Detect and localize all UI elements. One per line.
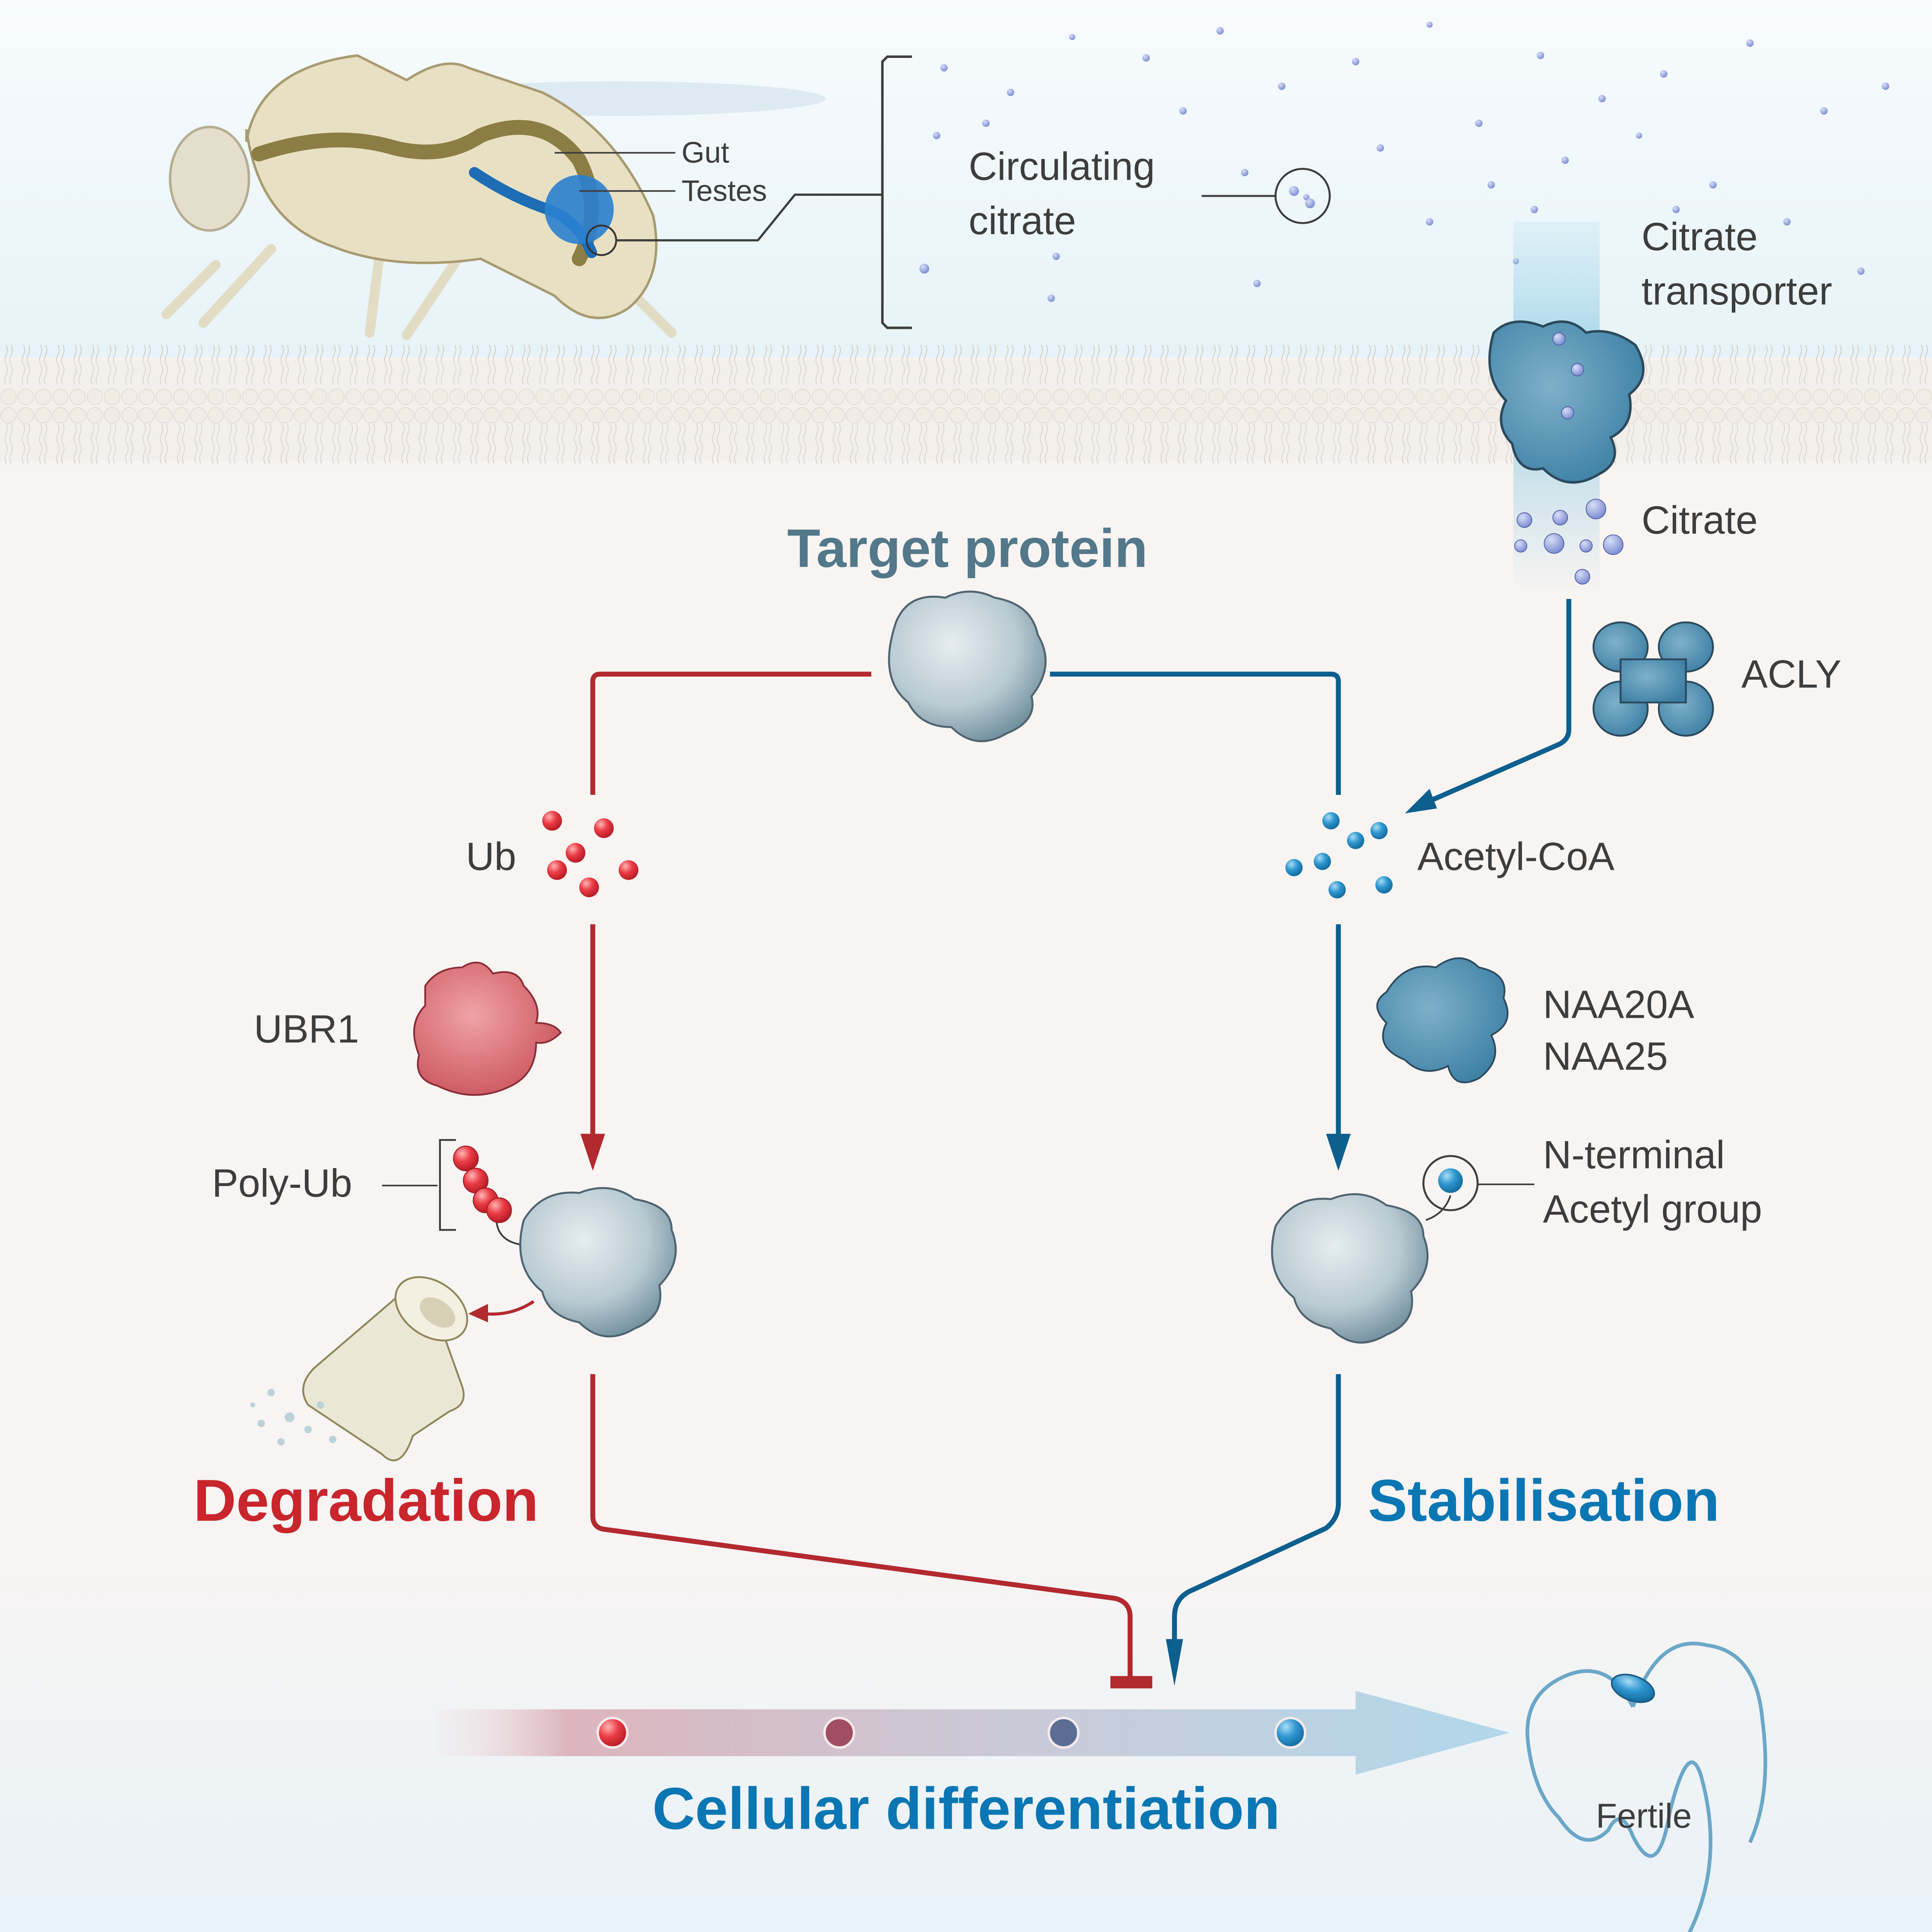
circulating-citrate-label-2: citrate xyxy=(969,199,1076,243)
ubiquitinated-target-protein xyxy=(519,1187,677,1338)
poly-ub-bracket xyxy=(439,1139,456,1231)
target-protein-title: Target protein xyxy=(787,518,1148,578)
acetyl-group-label: Acetyl group xyxy=(1543,1187,1762,1231)
degradation-pathway-line xyxy=(590,672,871,795)
citrate-transporter-label-2: transporter xyxy=(1641,269,1832,313)
testes-label: Testes xyxy=(682,175,767,207)
degradation-inhibition-line xyxy=(590,1374,1133,1679)
acetyl-group xyxy=(1438,1168,1463,1193)
poly-ub-chain xyxy=(453,1145,512,1223)
citrate-transporter-label: Citrate xyxy=(1641,214,1758,259)
to-proteasome-arrow xyxy=(484,1300,535,1316)
ubr1-protein xyxy=(413,961,562,1096)
cellular-differentiation-label: Cellular differentiation xyxy=(652,1776,1280,1842)
acly-label: ACLY xyxy=(1742,652,1842,696)
ub-label: Ub xyxy=(466,835,516,879)
ubr1-label: UBR1 xyxy=(254,1007,359,1051)
fruit-fly-illustration xyxy=(161,54,826,340)
fly-labels: Gut Testes xyxy=(554,55,912,329)
gut-label: Gut xyxy=(682,136,729,169)
target-protein xyxy=(888,590,1047,742)
sperm-head xyxy=(1611,1673,1655,1703)
citrate-label: Citrate xyxy=(1641,498,1758,542)
acetyl-coa-label: Acetyl-CoA xyxy=(1417,835,1614,879)
circulating-citrate-bracket xyxy=(881,55,912,329)
inhibition-bar xyxy=(1110,1676,1153,1689)
stabilisation-promotion-line xyxy=(1172,1374,1341,1651)
sperm-tail xyxy=(1526,1641,1767,1932)
degradation-label: Degradation xyxy=(194,1468,539,1534)
citrate-transporter-protein xyxy=(1488,320,1645,484)
naa25-label: NAA25 xyxy=(1543,1034,1668,1078)
n-terminal-label: N-terminal xyxy=(1543,1133,1725,1177)
acly-to-acetylcoa-arrow xyxy=(1429,599,1571,803)
stabilisation-pathway-line xyxy=(1050,672,1341,795)
acetylated-target-protein xyxy=(1271,1193,1429,1344)
intracellular-citrate-dots xyxy=(1514,332,1624,585)
stabilisation-label: Stabilisation xyxy=(1368,1468,1719,1534)
acetyl-coa-molecules xyxy=(1285,812,1393,899)
circulating-citrate-dots xyxy=(919,21,1889,302)
differentiation-stage-cells xyxy=(596,1716,1306,1749)
acly-protein xyxy=(1592,621,1714,737)
poly-ub-label: Poly-Ub xyxy=(212,1161,352,1205)
differentiation-arrow xyxy=(437,1690,1510,1775)
naa20a-label: NAA20A xyxy=(1543,982,1694,1026)
ub-molecules xyxy=(542,811,639,897)
naa20a-naa25-protein xyxy=(1376,957,1509,1083)
circulating-citrate-label: Circulating xyxy=(969,145,1155,189)
fertile-label: Fertile xyxy=(1596,1796,1692,1835)
acetyl-group-callout-circle xyxy=(1422,1155,1479,1211)
proteasome xyxy=(250,1276,468,1461)
